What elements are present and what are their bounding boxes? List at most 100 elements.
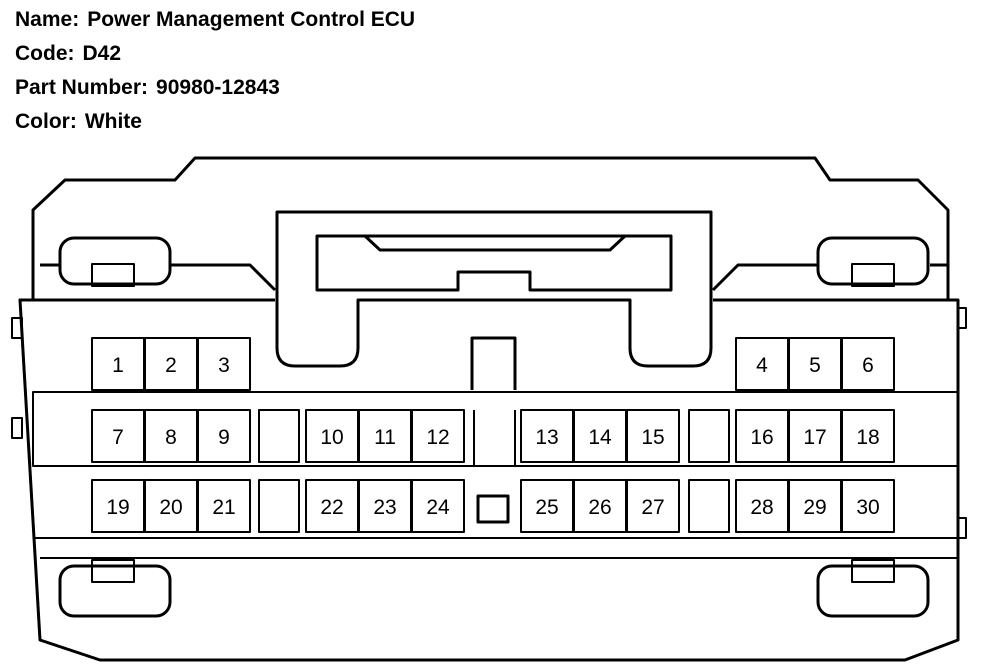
- pin-cavity-3: 3: [197, 337, 251, 391]
- pin-cavity-11: 11: [358, 409, 412, 463]
- color-line: Color: White: [15, 110, 142, 134]
- code-label: Code:: [15, 42, 75, 65]
- lock-tab-bottom-left: [91, 559, 135, 583]
- pin-label: 26: [588, 496, 611, 519]
- side-nub-left-1: [11, 317, 23, 339]
- pin-cavity-6: 6: [841, 337, 895, 391]
- pin-label: 27: [641, 496, 664, 519]
- code-line: Code: D42: [15, 42, 121, 66]
- pin-label: 23: [373, 496, 396, 519]
- pin-cavity-22: 22: [305, 479, 359, 533]
- lock-tab-top-right: [851, 263, 895, 287]
- pin-label: 6: [862, 354, 874, 377]
- blank-cavity: [258, 479, 300, 533]
- pin-cavity-19: 19: [91, 479, 145, 533]
- pin-box: [626, 479, 680, 533]
- pin-box: [305, 409, 359, 463]
- pin-label: 14: [588, 426, 612, 449]
- pin-cavity-16: 16: [735, 409, 789, 463]
- pin-cavity-28: 28: [735, 479, 789, 533]
- pin-box: [411, 479, 465, 533]
- side-nub-right-1: [957, 307, 967, 329]
- pin-box: [573, 409, 627, 463]
- name-line: Name:Power Management Control ECU: [15, 8, 415, 32]
- pin-label: 28: [750, 496, 773, 519]
- pin-cavity-18: 18: [841, 409, 895, 463]
- pin-label: 2: [165, 354, 177, 377]
- pin-box: [520, 409, 574, 463]
- pin-box: [144, 409, 198, 463]
- lock-ear-bottom-left: [58, 564, 172, 618]
- pin-label: 3: [218, 354, 230, 377]
- pin-box: [735, 409, 789, 463]
- blank-cavity: [688, 479, 730, 533]
- pin-cavity-23: 23: [358, 479, 412, 533]
- pin-label: 24: [426, 496, 450, 519]
- side-nub-left-2: [11, 417, 23, 439]
- color-label: Color:: [15, 110, 77, 133]
- pin-label: 1: [112, 354, 124, 377]
- pin-box: [91, 479, 145, 533]
- pin-cavity-1: 1: [91, 337, 145, 391]
- code-value: D42: [82, 42, 122, 65]
- lock-tab-top-left: [91, 263, 135, 287]
- pin-box: [91, 337, 145, 391]
- pin-cavity-2: 2: [144, 337, 198, 391]
- pin-box: [573, 479, 627, 533]
- part-number-line: Part Number:90980-12843: [15, 76, 280, 100]
- lock-ear-top-left: [58, 236, 172, 286]
- pin-label: 30: [856, 496, 879, 519]
- pin-cavity-15: 15: [626, 409, 680, 463]
- pin-box: [358, 479, 412, 533]
- pin-label: 10: [320, 426, 343, 449]
- polarization-square: [476, 494, 510, 524]
- pin-cavity-9: 9: [197, 409, 251, 463]
- pin-label: 25: [535, 496, 558, 519]
- pin-label: 12: [426, 426, 449, 449]
- lock-ear-top-right: [816, 236, 930, 286]
- pin-label: 9: [218, 426, 230, 449]
- pin-box: [411, 409, 465, 463]
- pin-label: 19: [106, 496, 129, 519]
- pin-box: [788, 337, 842, 391]
- side-nub-right-2: [957, 517, 967, 539]
- pin-label: 21: [212, 496, 235, 519]
- blank-cavity: [258, 409, 300, 463]
- row-band-2: [32, 391, 959, 467]
- blank-cavity: [688, 409, 730, 463]
- name-value: Power Management Control ECU: [87, 8, 416, 31]
- color-value: White: [84, 110, 142, 133]
- pin-box: [841, 337, 895, 391]
- pin-cavity-7: 7: [91, 409, 145, 463]
- pin-cavity-21: 21: [197, 479, 251, 533]
- pin-label: 16: [750, 426, 773, 449]
- pin-cavity-26: 26: [573, 479, 627, 533]
- pin-box: [841, 409, 895, 463]
- pin-box: [144, 479, 198, 533]
- center-gap: [473, 410, 516, 466]
- pin-label: 17: [803, 426, 826, 449]
- connector-shoulder-left: [40, 263, 277, 292]
- pin-cavity-27: 27: [626, 479, 680, 533]
- pin-label: 13: [535, 426, 558, 449]
- pin-box: [197, 337, 251, 391]
- pin-label: 5: [809, 354, 821, 377]
- pin-box: [197, 479, 251, 533]
- pin-box: [197, 409, 251, 463]
- pin-label: 18: [856, 426, 879, 449]
- pin-cavity-17: 17: [788, 409, 842, 463]
- pin-box: [788, 409, 842, 463]
- pin-cavity-20: 20: [144, 479, 198, 533]
- pin-cavity-14: 14: [573, 409, 627, 463]
- pin-box: [520, 479, 574, 533]
- lock-ear-bottom-right: [816, 564, 930, 618]
- connector-latch-inner: [315, 234, 673, 292]
- lock-tab-bottom-right: [851, 559, 895, 583]
- pin-cavity-24: 24: [411, 479, 465, 533]
- pin-cavity-4: 4: [735, 337, 789, 391]
- pin-label: 8: [165, 426, 177, 449]
- pin-label: 15: [641, 426, 664, 449]
- pin-box: [91, 409, 145, 463]
- pin-label: 29: [803, 496, 826, 519]
